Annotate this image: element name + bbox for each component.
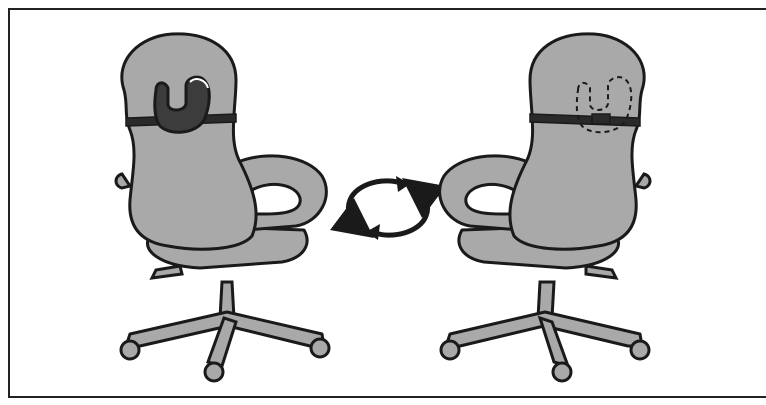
pillow-highlight: [189, 78, 209, 89]
chair-side-nub-right: [633, 172, 652, 190]
strap-buckle: [591, 113, 611, 125]
chair-base-right: [439, 264, 651, 383]
chair-base-left: [119, 264, 331, 383]
chair-backrest-right: [508, 32, 646, 251]
chair-front-view: [438, 32, 652, 383]
illustration-frame: [8, 8, 766, 398]
headrest-pillow-solid: [153, 75, 211, 134]
chair-rear-view: [114, 32, 331, 383]
chair-backrest-left: [120, 32, 258, 251]
headrest-pillow-hidden: [575, 76, 633, 134]
rotate-arrows-icon: [329, 176, 447, 240]
chair-side-nub-left: [114, 172, 133, 190]
